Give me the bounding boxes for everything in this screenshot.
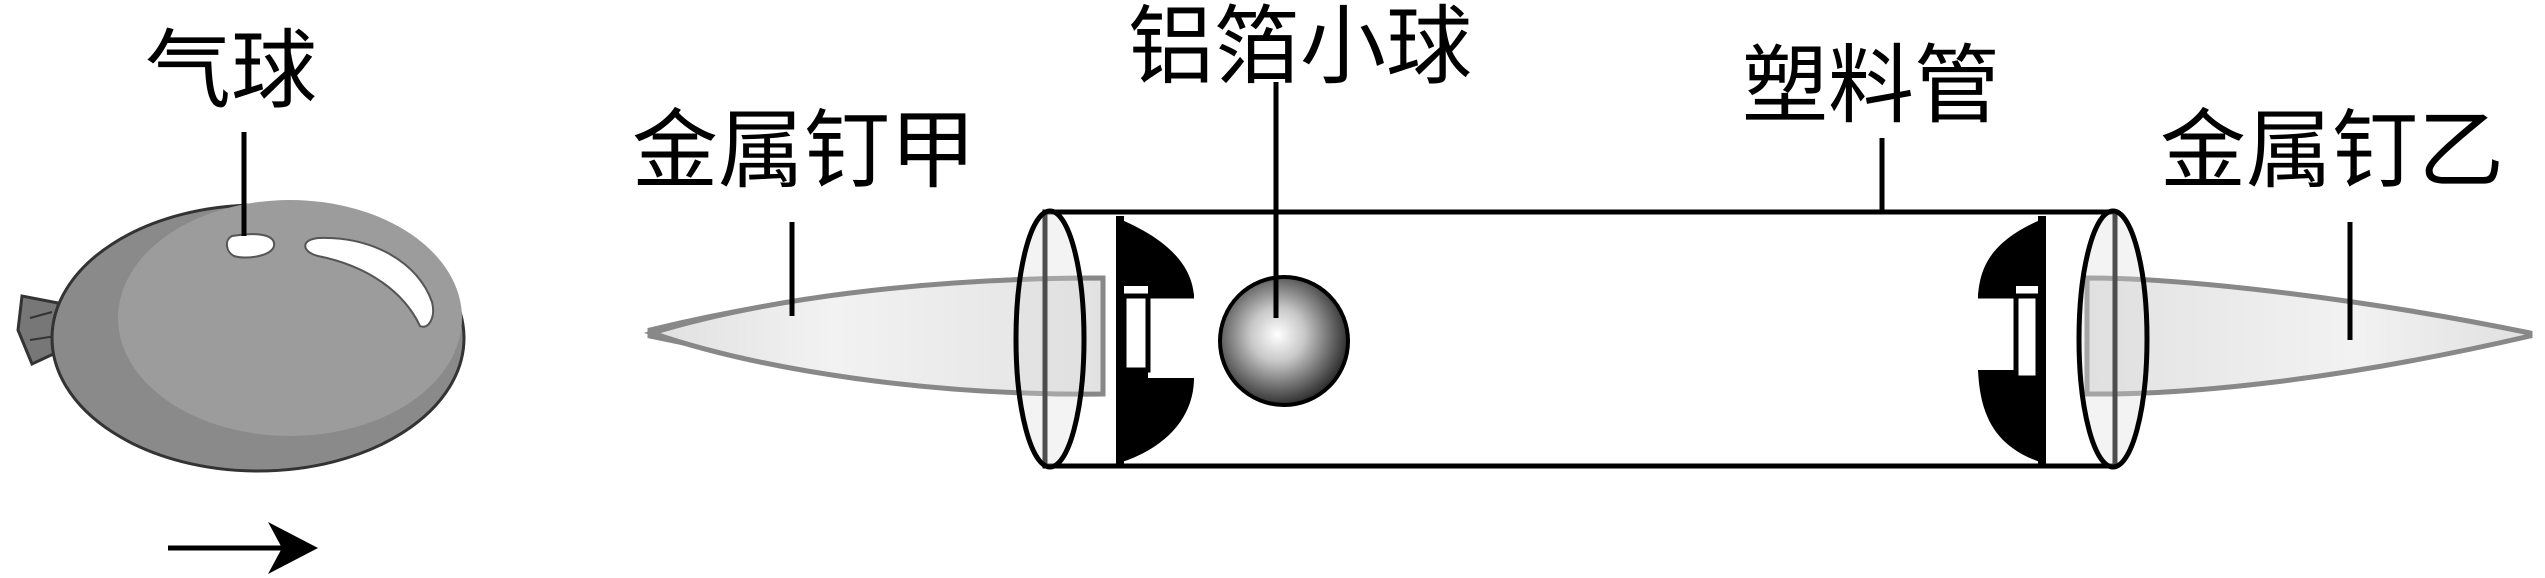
nail-a-label: 金属钉甲 <box>632 101 976 201</box>
foil-ball-label: 铝箔小球 <box>1128 0 1472 97</box>
arrow-right-icon <box>168 522 318 574</box>
nail-b-label: 金属钉乙 <box>2160 101 2504 201</box>
right-end-cap <box>1978 216 2046 466</box>
plastic-tube <box>1013 208 2150 470</box>
balloon <box>16 200 466 473</box>
balloon-label: 气球 <box>145 21 317 121</box>
foil-ball <box>1218 275 1350 407</box>
left-end-cap <box>1116 216 1194 466</box>
tube-label: 塑料管 <box>1742 36 2000 136</box>
